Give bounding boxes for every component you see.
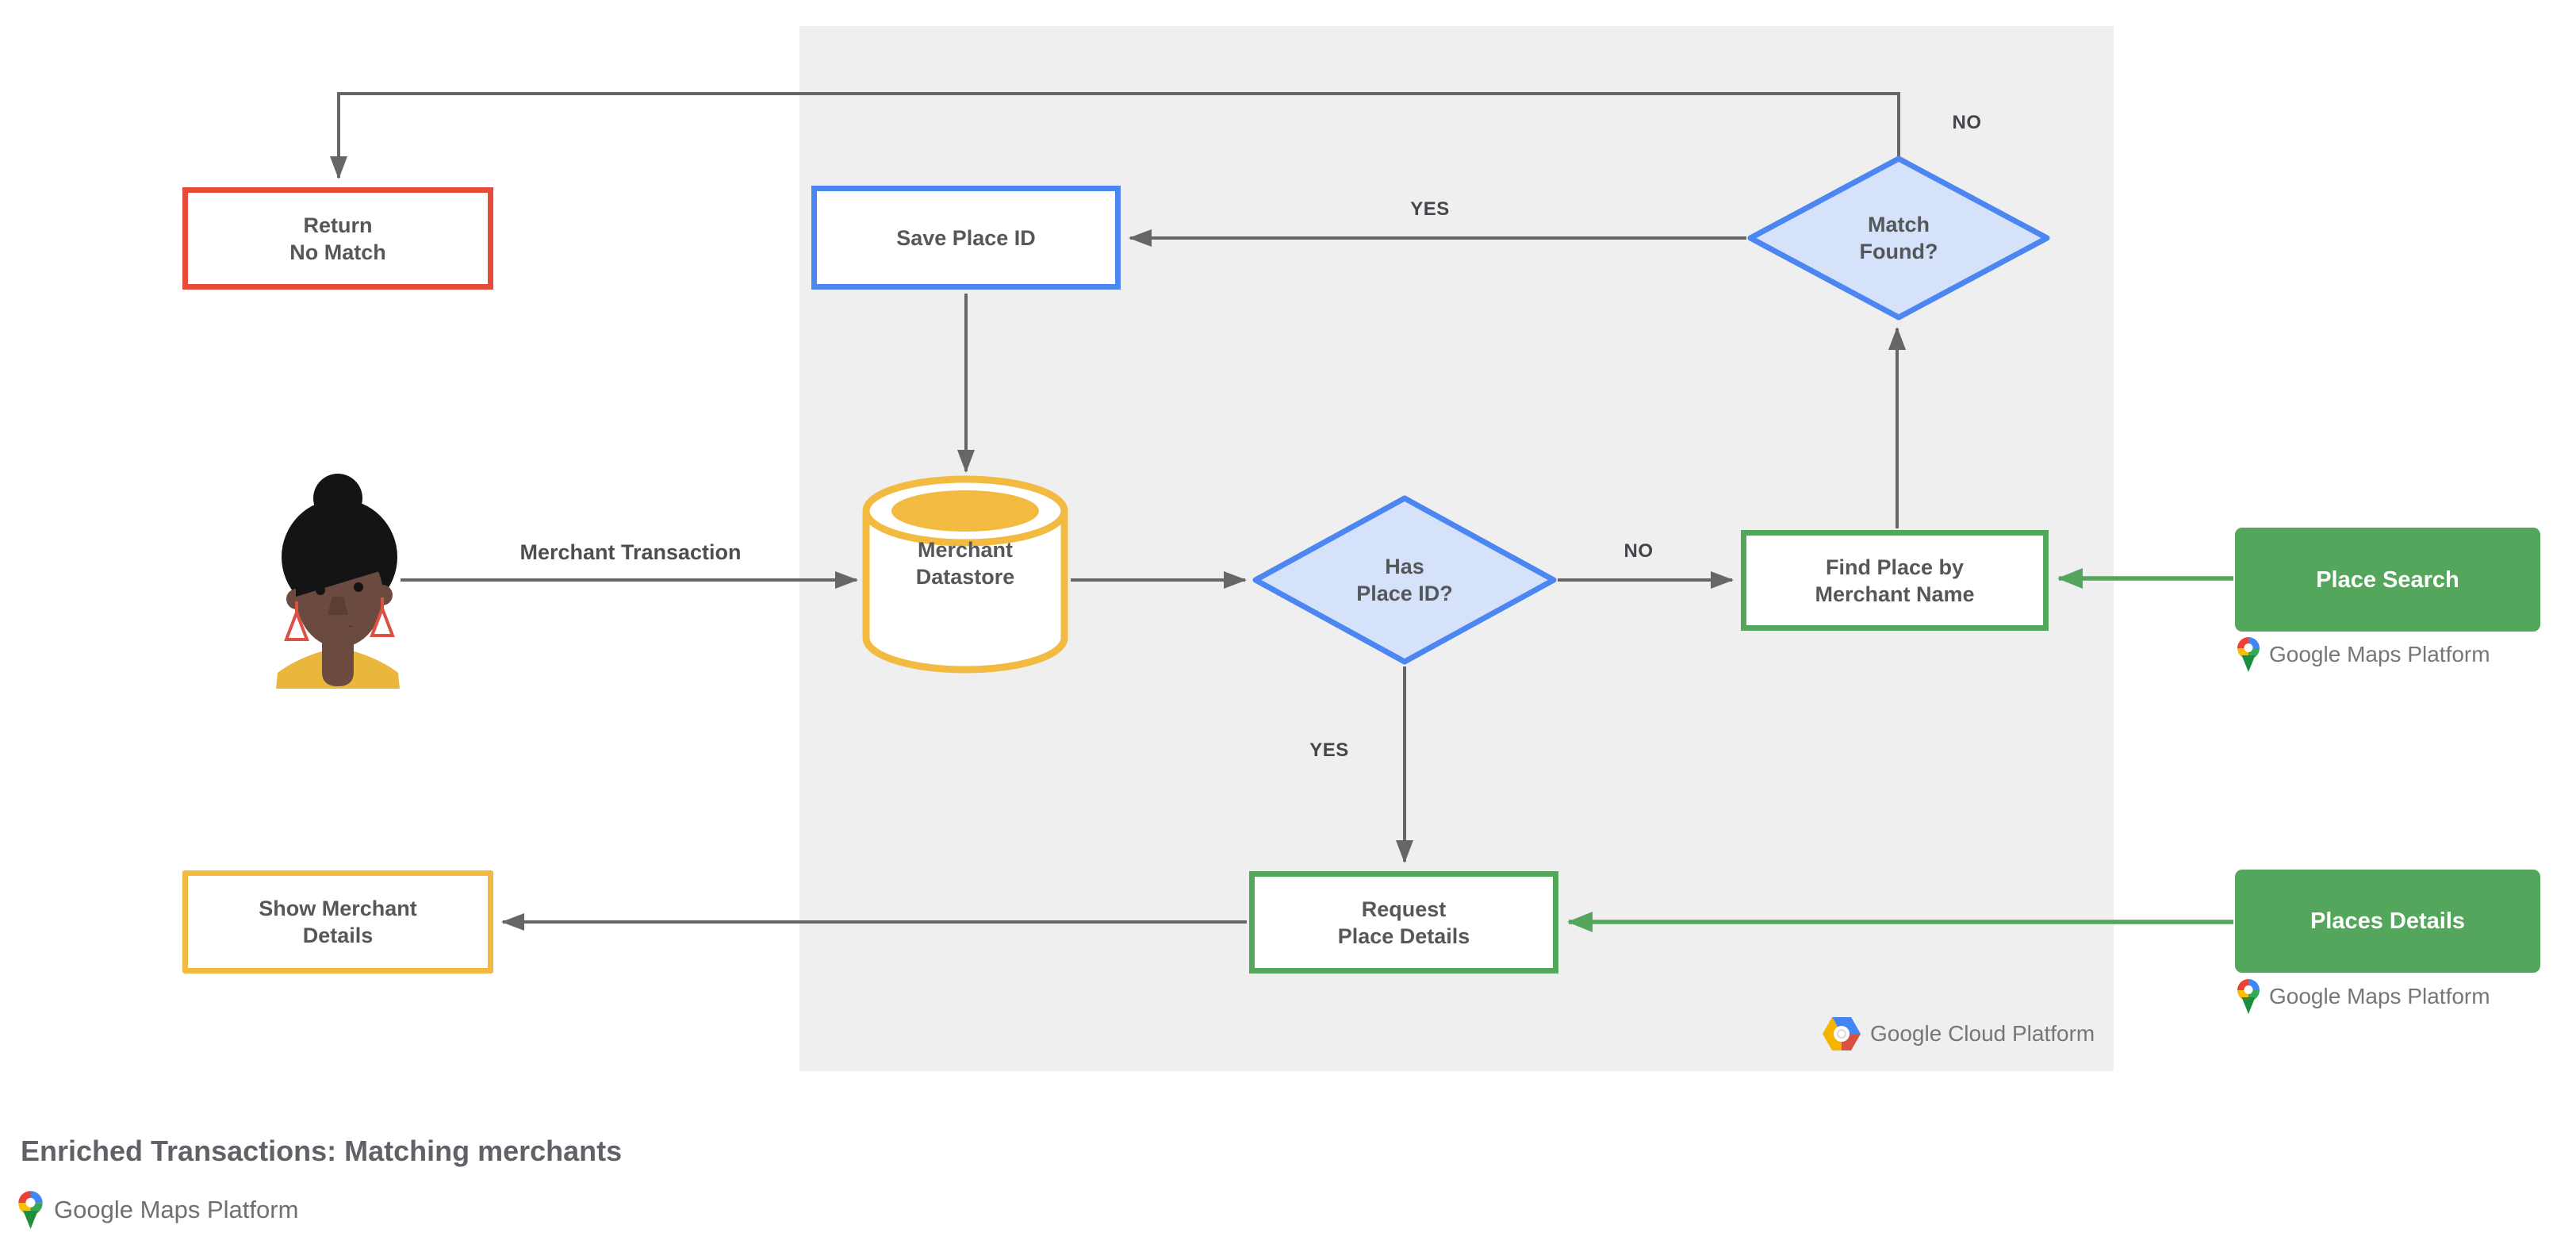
node-label: Save Place ID (896, 225, 1036, 250)
node-has-place-id: Has Place ID? (1252, 494, 1558, 666)
logo-text: Google Cloud Platform (1870, 1021, 2095, 1046)
edge-label-match-found-yes: YES (1410, 198, 1450, 220)
diagram-title: Enriched Transactions: Matching merchant… (21, 1135, 623, 1167)
google-maps-pin-icon (2237, 979, 2260, 1014)
logo-text: Google Maps Platform (2269, 984, 2490, 1008)
google-maps-pin-icon (2237, 637, 2260, 672)
node-return-no-match: Return No Match (182, 187, 493, 290)
node-label: Details (302, 924, 374, 947)
node-label: Place ID? (1356, 582, 1453, 605)
node-merchant-datastore: Merchant Datastore (861, 474, 1069, 674)
node-label: Place Details (1337, 924, 1470, 948)
node-place-search-api: Place Search (2235, 528, 2540, 632)
google-maps-platform-logo: Google Maps Platform (17, 1190, 298, 1230)
node-match-found: Match Found? (1746, 155, 2051, 321)
person-avatar-icon (276, 474, 400, 689)
node-label: Has (1385, 555, 1424, 578)
node-label: Merchant (917, 538, 1014, 562)
google-cloud-hexagon-icon (1823, 1017, 1861, 1050)
diamond-shape (1747, 156, 2050, 321)
node-show-merchant-details: Show Merchant Details (182, 870, 493, 974)
node-label: Places Details (2310, 908, 2466, 934)
google-maps-pin-icon (18, 1191, 43, 1229)
node-label: Find Place by (1825, 555, 1965, 579)
person-avatar (276, 468, 400, 693)
diamond-shape (1252, 495, 1557, 665)
node-label: Found? (1859, 240, 1938, 263)
edge-label-has-place-id-yes: YES (1309, 739, 1349, 761)
google-cloud-platform-logo: Google Cloud Platform (1823, 1017, 2095, 1050)
node-request-place-details: Request Place Details (1249, 871, 1558, 974)
node-label: Datastore (915, 565, 1015, 589)
datastore-cylinder-icon (862, 475, 1068, 674)
edge-label-match-found-no: NO (1952, 112, 1982, 133)
logo-text: Google Maps Platform (54, 1196, 299, 1223)
node-label: Match (1867, 213, 1930, 236)
google-maps-platform-logo: Google Maps Platform (2237, 636, 2490, 673)
node-save-place-id: Save Place ID (811, 186, 1121, 290)
node-places-details-api: Places Details (2235, 870, 2540, 973)
node-label: Merchant Name (1815, 582, 1975, 606)
google-maps-platform-logo: Google Maps Platform (2237, 978, 2490, 1015)
node-label: Show Merchant (259, 897, 417, 920)
edge-label-has-place-id-no: NO (1623, 540, 1654, 562)
node-find-place-by-merchant-name: Find Place by Merchant Name (1741, 530, 2049, 631)
logo-text: Google Maps Platform (2269, 642, 2490, 666)
edge-label-merchant-transaction: Merchant Transaction (519, 540, 742, 564)
node-label: Request (1361, 897, 1447, 921)
node-label: No Match (289, 240, 386, 264)
node-label: Place Search (2316, 566, 2459, 593)
node-label: Return (303, 213, 373, 237)
